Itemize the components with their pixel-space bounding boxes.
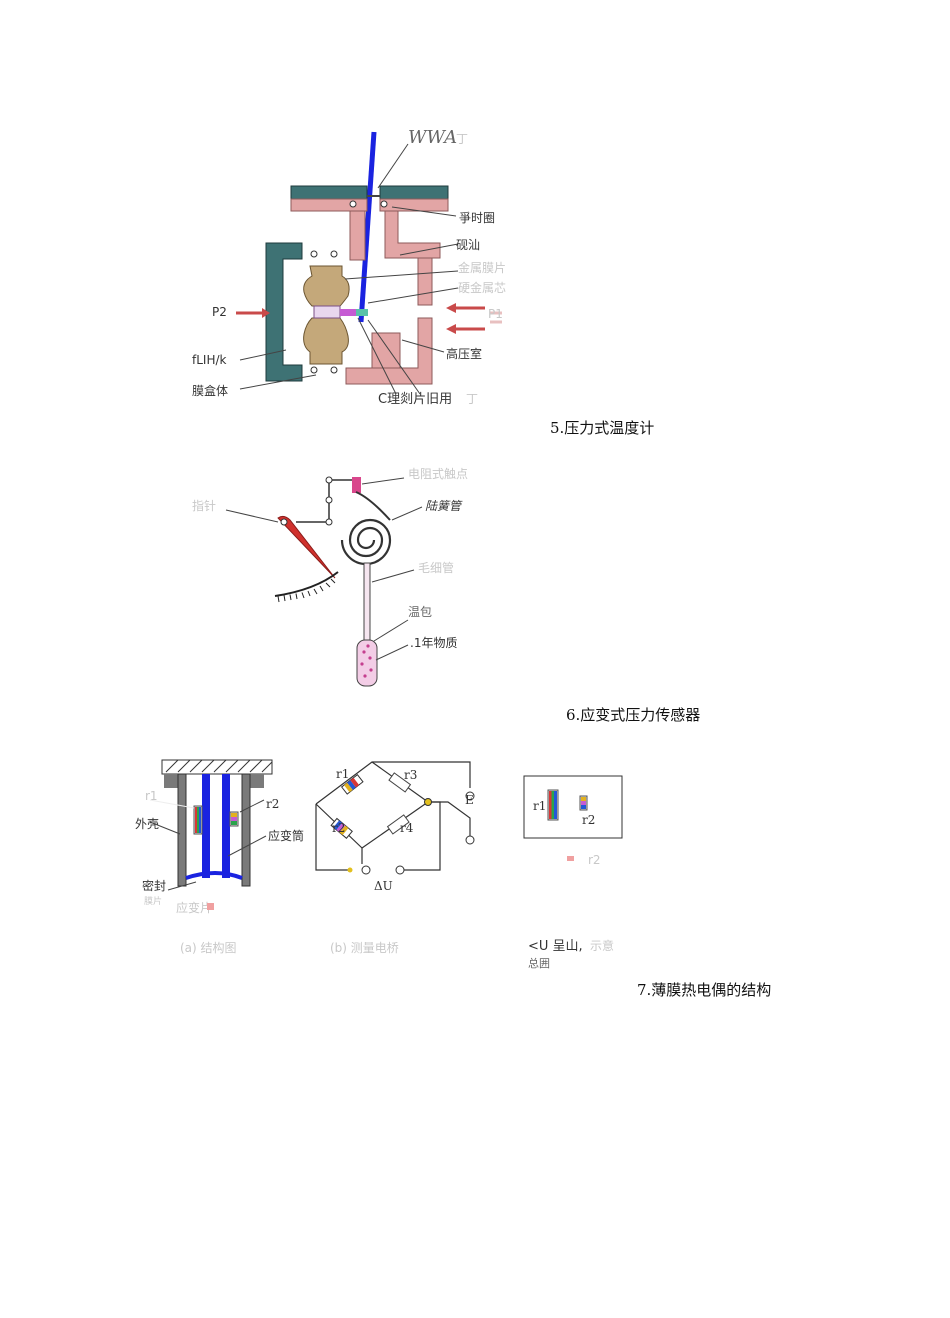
spiral-tube (340, 518, 392, 566)
label-pointer: 指针 (192, 498, 216, 513)
label-faded-under: r2 (588, 853, 601, 867)
label-r4-bridge: r4 (400, 821, 414, 835)
caption-layout: <U 呈山, (528, 939, 583, 954)
outer-shell-left (177, 773, 187, 887)
label-r2-layout: r2 (582, 813, 595, 827)
bulb (356, 639, 378, 687)
scale-ticks (277, 578, 336, 603)
label-r3-bridge: r3 (404, 768, 417, 782)
screw (380, 200, 388, 208)
label-top-suffix: 丁 (456, 132, 468, 146)
caption-strain-sensor: 6.应变式压力传感器 (566, 706, 701, 724)
caption-layout-sub: 总囲 (528, 956, 550, 970)
screw (349, 200, 357, 208)
label-housing: 膜盒体 (192, 383, 228, 398)
resistor-r1 (340, 773, 364, 795)
label-seal: 密封 (142, 878, 166, 893)
resistor-r4 (386, 814, 410, 835)
caption-bridge: (b) 测量电桥 (330, 941, 399, 955)
label-high-pressure: 高压室 (446, 346, 482, 361)
label-r2-bridge: r2 (332, 821, 345, 835)
cover-plate (384, 210, 441, 259)
label-faded-bottom: 应变片 (176, 900, 212, 915)
label-top: WWA (408, 127, 457, 148)
pointer (277, 515, 336, 579)
screw (330, 366, 338, 374)
top-flange-left (290, 198, 368, 212)
transmission-rod (358, 131, 377, 323)
label-bulb: 温包 (408, 605, 432, 619)
gauge-layout-box (523, 775, 623, 839)
label-faded-2: 硬金属芯 (458, 280, 506, 295)
mount-hatch (165, 759, 273, 773)
label-du: ΔU (374, 879, 393, 893)
contact (352, 477, 361, 493)
strain-tube-right (222, 774, 230, 878)
high-pressure-chamber (345, 317, 433, 385)
terminal-e-bottom (465, 835, 475, 845)
terminal-du-left (361, 865, 371, 875)
left-housing (265, 242, 303, 382)
label-cover: 砚汕 (456, 238, 480, 252)
structure-diagram (149, 759, 273, 891)
caption-thin-film-thermocouple: 7.薄膜热电偶的结构 (637, 981, 772, 999)
bridge-circuit (315, 761, 475, 875)
resistor-r3 (388, 772, 412, 793)
label-bottom-suffix: 丁 (466, 392, 478, 406)
label-faded-1: 金属膜片 (458, 260, 506, 275)
label-seal-sub: 膜片 (144, 895, 162, 907)
caption-layout-faded: 示意 (590, 938, 614, 953)
scale-arc (274, 571, 339, 597)
label-shell: 外壳 (135, 817, 159, 831)
outer-shell-right (241, 773, 251, 887)
label-substance: .1年物质 (410, 636, 457, 650)
screw (310, 250, 318, 258)
strain-tube-left (202, 774, 210, 878)
label-r1-layout: r1 (533, 799, 546, 813)
resistor-r2 (330, 817, 353, 839)
caption-structure: (a) 结构图 (180, 940, 237, 955)
label-left-mid: fLIH/k (192, 353, 227, 367)
label-tube: 应变筒 (268, 828, 304, 843)
label-r1-bridge: r1 (336, 767, 349, 781)
seal-membrane (185, 871, 243, 880)
metal-core (340, 309, 358, 316)
label-faded-3: P1 (488, 307, 503, 321)
screw (330, 250, 338, 258)
label-bottom: C理剡片旧用 (378, 392, 452, 407)
label-contact: 电阻式触点 (408, 467, 468, 481)
caption-pressure-thermometer: 5.压力式温度计 (550, 419, 655, 437)
terminal-e-top (465, 791, 475, 801)
label-ring: 爭时圈 (459, 211, 495, 225)
label-capillary: 毛细管 (418, 560, 454, 575)
screw (310, 366, 318, 374)
terminal-du-right (395, 865, 405, 875)
diaphragm-lower (303, 317, 349, 365)
label-faded-top: r1 (145, 789, 158, 803)
label-e: E (465, 793, 474, 807)
label-spiral: 陆簧管 (425, 499, 463, 513)
label-p2: P2 (212, 305, 227, 319)
label-r2-structure: r2 (266, 797, 279, 811)
